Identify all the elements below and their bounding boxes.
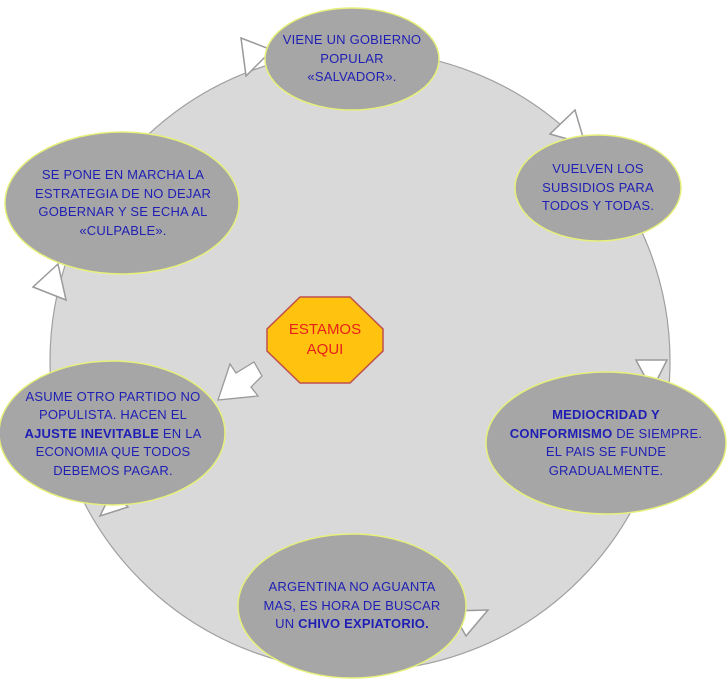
cycle-arrow-6 <box>31 262 68 302</box>
node-left-bottom-line-1: ASUME OTRO PARTIDO NO <box>26 388 201 407</box>
plain-text: GRADUALMENTE. <box>548 462 664 478</box>
node-left-top-shape <box>4 131 240 275</box>
plain-text: VIENE UN GOBIERNO <box>282 32 422 48</box>
node-right-top-line-1: VUELVEN LOS <box>552 160 644 179</box>
plain-text: DEBEMOS PAGAR. <box>53 462 173 478</box>
plain-text: ESTRATEGIA DE NO DEJAR <box>34 185 212 201</box>
node-bottom-line-2: MAS, ES HORA DE BUSCAR <box>263 597 440 616</box>
node-right-bottom-line-3: EL PAIS SE FUNDE <box>546 443 666 462</box>
node-top-line-3: «SALVADOR». <box>307 68 396 87</box>
node-bottom-line-3: UN CHIVO EXPIATORIO. <box>275 615 429 634</box>
node-right-bottom-line-4: GRADUALMENTE. <box>549 462 664 481</box>
node-right-top-line-2: SUBSIDIOS PARA <box>542 179 654 198</box>
center-label-line-2: AQUI <box>306 341 344 358</box>
plain-text: TODOS Y TODAS. <box>541 198 655 214</box>
plain-text: MAS, ES HORA DE BUSCAR <box>263 597 441 613</box>
node-right-top-line-3: TODOS Y TODAS. <box>542 197 654 216</box>
plain-text: SUBSIDIOS PARA <box>542 179 654 195</box>
node-left-top-line-3: GOBERNAR Y SE ECHA AL <box>38 203 207 222</box>
node-right-top-text: VUELVEN LOS SUBSIDIOS PARA TODOS Y TODAS. <box>515 144 681 232</box>
plain-text: «SALVADOR». <box>307 69 397 85</box>
node-bottom-line-1: ARGENTINA NO AGUANTA <box>268 578 435 597</box>
cycle-arrow-1 <box>240 36 274 78</box>
plain-text: ARGENTINA NO AGUANTA <box>268 579 436 595</box>
plain-text: VUELVEN LOS <box>552 161 644 177</box>
center-octagon <box>266 296 384 384</box>
plain-text: DE SIEMPRE. <box>612 425 703 441</box>
emphasis-text: MEDIOCRIDAD Y <box>552 407 660 422</box>
node-left-top-text: SE PONE EN MARCHA LA ESTRATEGIA DE NO DEJ… <box>6 133 240 273</box>
emphasis-text: CHIVO EXPIATORIO. <box>298 616 429 632</box>
node-bottom-text: ARGENTINA NO AGUANTA MAS, ES HORA DE BUSC… <box>238 538 466 674</box>
plain-text: POPULAR <box>320 50 384 66</box>
center-label: ESTAMOS AQUI <box>267 297 383 383</box>
node-left-bottom-line-2: POPULISTA. HACEN EL <box>39 406 187 425</box>
pointer-arrow <box>217 361 263 401</box>
plain-text: GOBERNAR Y SE ECHA AL <box>38 204 208 219</box>
node-left-bottom-line-4: ECONOMIA QUE TODOS <box>36 443 191 462</box>
plain-text: ECONOMIA QUE TODOS <box>35 444 191 460</box>
node-top-line-1: VIENE UN GOBIERNO <box>283 31 421 50</box>
node-left-bottom-shape <box>0 360 226 506</box>
node-left-top-line-1: SE PONE EN MARCHA LA <box>42 166 204 185</box>
node-left-bottom-line-5: DEBEMOS PAGAR. <box>53 462 173 481</box>
plain-text: «CULPABLE». <box>79 222 167 238</box>
node-top-line-2: POPULAR <box>320 50 384 69</box>
emphasis-text: AJUSTE INEVITABLE <box>24 425 160 441</box>
node-left-bottom-line-3: AJUSTE INEVITABLE EN LA <box>24 425 201 444</box>
node-right-bottom-line-1: MEDIOCRIDAD Y <box>552 406 660 425</box>
plain-text: EL PAIS SE FUNDE <box>545 444 667 459</box>
node-bottom-shape <box>237 533 467 679</box>
node-left-top-line-2: ESTRATEGIA DE NO DEJAR <box>35 185 211 204</box>
node-left-top-line-4: «CULPABLE». <box>79 222 166 241</box>
node-right-bottom-shape <box>485 371 727 515</box>
plain-text: EN LA <box>159 425 202 441</box>
node-right-bottom-line-2: CONFORMISMO DE SIEMPRE. <box>510 425 702 444</box>
plain-text: POPULISTA. HACEN EL <box>38 407 188 423</box>
plain-text: ASUME OTRO PARTIDO NO <box>25 388 201 404</box>
node-right-top-shape <box>514 134 682 242</box>
plain-text: UN <box>275 616 299 632</box>
node-top-shape <box>264 7 440 111</box>
emphasis-text: CONFORMISMO <box>509 425 613 441</box>
plain-text: SE PONE EN MARCHA LA <box>41 167 205 182</box>
center-label-line-1: ESTAMOS <box>288 321 362 338</box>
node-top-text: VIENE UN GOBIERNO POPULAR «SALVADOR». <box>265 16 439 102</box>
node-left-bottom-text: ASUME OTRO PARTIDO NO POPULISTA. HACEN EL… <box>0 364 226 504</box>
